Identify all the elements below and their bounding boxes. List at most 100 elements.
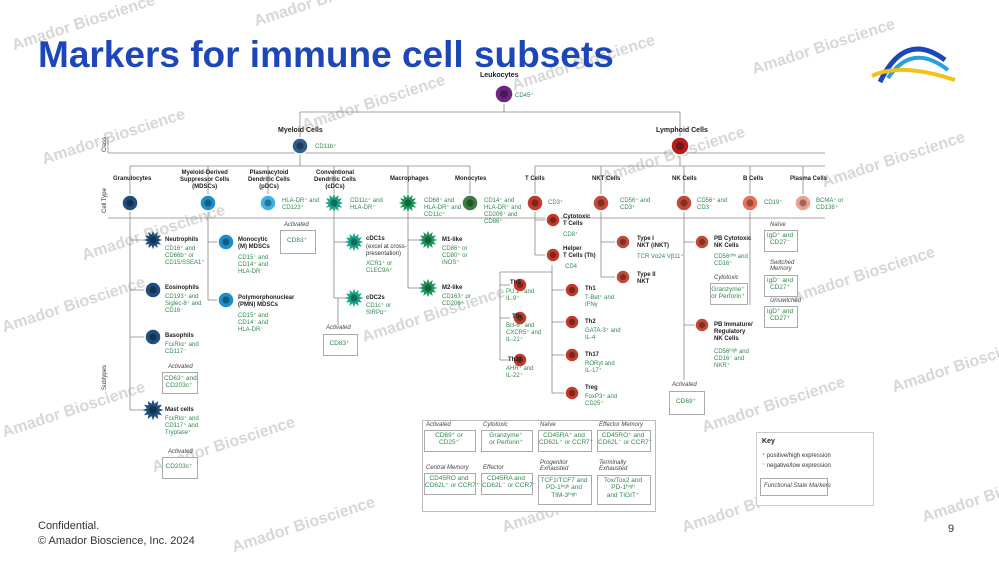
leukocyte-cell: [494, 84, 514, 104]
tcell-state-caption: Effector: [483, 465, 504, 471]
cdc-activated-box: [323, 334, 358, 356]
mast-cell: [142, 399, 164, 421]
th9-cell: [512, 277, 528, 293]
th17-label: Th17: [585, 352, 600, 358]
pb-immature-nk-cell: [694, 317, 710, 333]
nkt-cell: [592, 194, 610, 212]
nk-activated-caption: Activated: [672, 382, 697, 388]
tcell-state-box: [481, 430, 533, 452]
key-state-box: [760, 478, 828, 496]
th1-cell: [564, 282, 580, 298]
bcell-state-box: [764, 306, 798, 328]
m2-cell: [418, 278, 438, 298]
nk-cytotoxic-caption: Cytotoxic: [714, 275, 739, 281]
cdc1-cell: [344, 232, 364, 252]
key-title: Key: [762, 438, 775, 445]
nk-label: NK Cells: [672, 176, 697, 182]
monocytes-label: Monocytes: [455, 176, 487, 182]
plasma-cell: [794, 194, 812, 212]
bcell-state-box: [764, 275, 798, 297]
tfh-label: Tfh: [512, 314, 522, 320]
pdc-activated-marker: CD83⁺: [286, 237, 308, 244]
tcell-state-box: [424, 430, 476, 452]
key-item-positive: ⁺ positive/high expression: [762, 453, 831, 459]
nk-cytotoxic-markers: Granzyme⁺or Perforin⁺: [711, 286, 745, 301]
leukocytes-marker: CD45⁺: [515, 93, 534, 99]
th22-cell: [512, 352, 528, 368]
side-label-cell-type: Cell Type: [102, 188, 108, 213]
tfh-cell: [512, 310, 528, 326]
tcells-label: T Cells: [525, 176, 545, 182]
basophils-label: Basophils: [165, 333, 194, 339]
tcell-cell: [526, 194, 544, 212]
neutrophils-label: Neutrophils: [165, 237, 199, 243]
monocyte-cell: [461, 194, 479, 212]
cdc1-desc: (excel at cross-presentation): [366, 244, 407, 257]
myeloid-marker: CD11b⁺: [315, 144, 337, 150]
side-label-class: Class: [102, 136, 108, 152]
monocytic-mdsc-label: Monocytic(M) MDSCs: [238, 237, 270, 250]
footer-confidential: Confidential.: [38, 520, 100, 532]
tcell-state-box: [424, 473, 476, 495]
tcell-state-markers: Granzyme⁺or Perforin⁺: [489, 432, 523, 447]
macrophages-label: Macrophages: [390, 176, 429, 182]
cytotoxic-t-marker: CD8⁺: [563, 232, 579, 238]
pb-cytotoxic-nk-cell: [694, 234, 710, 250]
bcell-state-caption: Unswitched: [770, 298, 802, 304]
key-item-negative: ⁻ negative/low expression: [762, 463, 831, 469]
tcell-state-caption: Cytotoxic: [483, 422, 508, 428]
basophils-activated-caption: Activated: [168, 364, 193, 370]
monocytic-mdsc-cell: [217, 233, 235, 251]
bcell-cell: [741, 194, 759, 212]
bcells-label: B Cells: [743, 176, 764, 182]
myeloid-cell: [291, 137, 309, 155]
type1-nkt-cell: [615, 234, 631, 250]
page-number: 9: [948, 523, 955, 535]
mast-activated-caption: Activated: [168, 449, 193, 455]
mast-activated-box: [162, 457, 198, 479]
bcell-marker: CD19⁺: [764, 200, 783, 206]
th1-label: Th1: [585, 286, 596, 292]
mdsc-cell: [199, 194, 217, 212]
lymphoid-cell: [670, 136, 690, 156]
mast-label: Mast cells: [165, 407, 194, 413]
cytotoxic-t-cell: [545, 212, 561, 228]
treg-cell: [564, 385, 580, 401]
side-label-subtypes: Subtypes: [102, 364, 108, 390]
cdc-activated-marker: CD83⁺: [329, 340, 350, 347]
mast-activated-markers: CD203c⁺: [165, 463, 193, 470]
footer-copyright: © Amador Bioscience, Inc. 2024: [38, 535, 195, 547]
key-state-box-label: Functional State Markers: [764, 483, 831, 489]
